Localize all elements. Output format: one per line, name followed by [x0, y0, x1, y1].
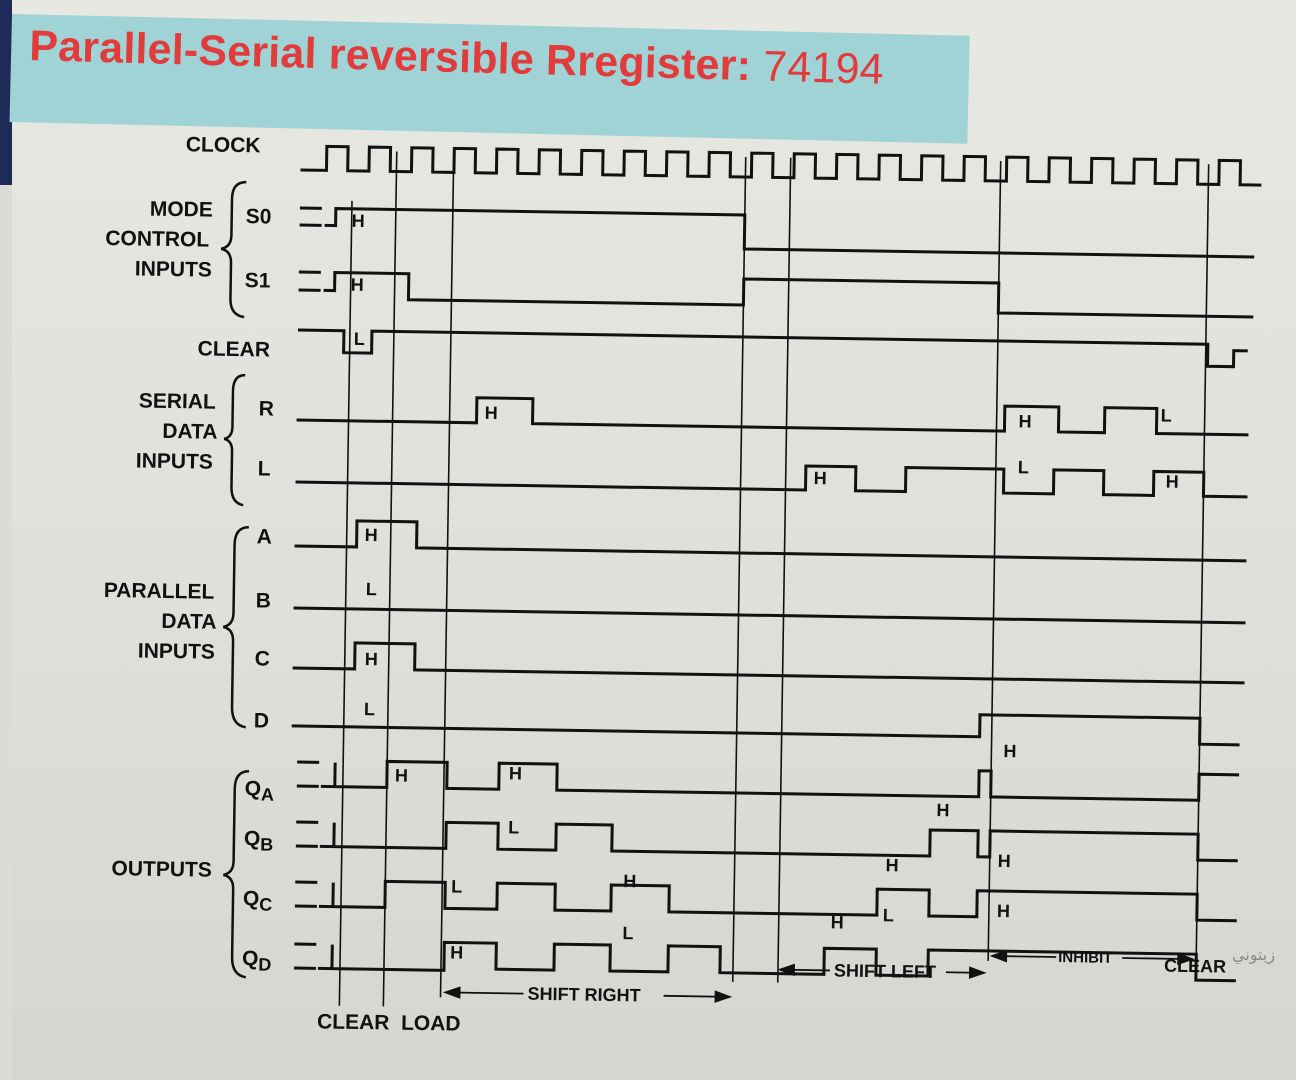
marker-clear: [338, 200, 353, 1006]
phase-shift-right-label: SHIFT RIGHT: [527, 984, 640, 1006]
qb-low-mark: L: [508, 817, 519, 837]
serial-brace: [223, 373, 246, 507]
outputs-label: OUTPUTS: [111, 857, 212, 882]
slide-accent-bar: [0, 0, 12, 185]
mode-brace: [220, 180, 247, 319]
parallel-brace: [222, 525, 249, 729]
s0-high-mark: H: [352, 211, 365, 231]
marker-shift-right: [439, 152, 455, 998]
qb-high-mark-1: H: [885, 855, 898, 875]
qd-high-mark-1: H: [450, 942, 463, 962]
qd-waveform: [317, 940, 1236, 983]
watermark: زيتوني: [1232, 945, 1276, 964]
qc-high-mark-2: H: [997, 901, 1010, 921]
shift-left-arrowhead-right: [968, 966, 987, 979]
serial-label-2: DATA: [162, 420, 218, 444]
c-high-mark: H: [365, 649, 378, 669]
d-label: D: [254, 709, 270, 732]
a-label: A: [257, 525, 273, 548]
qc-waveform: [318, 879, 1237, 923]
s0-label: S0: [246, 205, 272, 228]
phase-clear-label: CLEAR: [317, 1010, 390, 1034]
qd-dont-care: [293, 942, 317, 970]
time-markers: [338, 151, 1210, 1007]
shift-right-arrowhead-right: [714, 990, 733, 1003]
b-waveform: [293, 606, 1246, 625]
qb-high-mark-2: H: [998, 851, 1011, 871]
s1-label: S1: [245, 269, 271, 292]
qd-label: QD: [242, 947, 272, 974]
serial-l-waveform: [295, 464, 1248, 499]
marker-shift-left: [776, 157, 792, 983]
c-waveform: [292, 641, 1245, 685]
qa-high-mark-1: H: [395, 766, 408, 786]
s0-waveform: [324, 207, 1255, 259]
s1-dont-care: [298, 270, 321, 292]
clock-waveform: [300, 144, 1262, 187]
qc-low-mark-2: L: [883, 905, 894, 925]
s1-high-mark: H: [351, 275, 364, 295]
qc-dont-care: [294, 880, 318, 908]
qc-high-mark-1: H: [623, 871, 636, 891]
b-label: B: [256, 589, 272, 612]
qa-label: QA: [245, 777, 275, 804]
slide-background: [12, 0, 1296, 1080]
qb-label: QB: [244, 827, 274, 854]
d-low-mark: L: [364, 699, 375, 719]
clear-label: CLEAR: [197, 337, 270, 361]
parallel-label-3: INPUTS: [138, 640, 215, 664]
r-label: R: [259, 397, 275, 420]
b-low-mark: L: [366, 579, 377, 599]
serial-r-waveform: [296, 396, 1249, 437]
inhibit-arrowhead-right: [1177, 952, 1195, 966]
mode-label-1: MODE: [150, 198, 213, 222]
serial-label-3: INPUTS: [136, 449, 213, 473]
parallel-label-2: DATA: [161, 610, 217, 634]
clear-low-mark: L: [354, 329, 365, 349]
phase-inhibit-label: INHIBIT: [1058, 949, 1112, 967]
inhibit-arrowhead-left: [989, 949, 1008, 963]
qd-high-mark-2: H: [831, 912, 844, 932]
mode-label-3: INPUTS: [135, 257, 212, 281]
qa-high-mark-3: H: [936, 800, 949, 820]
l-low-mark: L: [1018, 457, 1029, 477]
a-high-mark: H: [365, 525, 378, 545]
qb-dont-care: [295, 820, 319, 848]
s1-waveform: [323, 271, 1254, 319]
phase-clear-end-label: CLEAR: [1164, 956, 1226, 977]
shift-right-arrowhead-left: [442, 986, 461, 999]
l-high-mark-2: H: [1166, 472, 1179, 492]
qa-waveform: [320, 759, 1240, 802]
s0-dont-care: [299, 206, 322, 227]
qc-low-mark: L: [451, 876, 462, 896]
shift-left-arrowhead-left: [777, 963, 795, 977]
phase-shift-left-label: SHIFT LEFT: [834, 960, 936, 982]
marker-load: [382, 151, 398, 1007]
a-waveform: [294, 519, 1247, 563]
qb-waveform: [319, 820, 1238, 863]
mode-label-2: CONTROL: [105, 227, 209, 252]
d-high-mark: H: [1003, 741, 1016, 761]
r-low-mark: L: [1161, 406, 1172, 426]
r-high-mark: H: [485, 403, 498, 423]
l-label: L: [258, 457, 271, 480]
l-high-mark-1: H: [814, 468, 827, 488]
clock-label: CLOCK: [186, 133, 261, 157]
qc-label: QC: [243, 887, 273, 914]
r-high-mark-2: H: [1018, 411, 1031, 431]
qa-high-mark-2: H: [509, 763, 522, 783]
d-waveform: [291, 713, 1240, 747]
phase-load-label: LOAD: [401, 1012, 461, 1036]
c-label: C: [255, 647, 271, 670]
parallel-label-1: PARALLEL: [104, 579, 215, 604]
qa-dont-care: [296, 760, 320, 788]
clear-waveform: [297, 328, 1248, 369]
outputs-brace: [223, 770, 250, 979]
serial-label-1: SERIAL: [139, 389, 217, 413]
qd-low-mark: L: [622, 923, 633, 943]
